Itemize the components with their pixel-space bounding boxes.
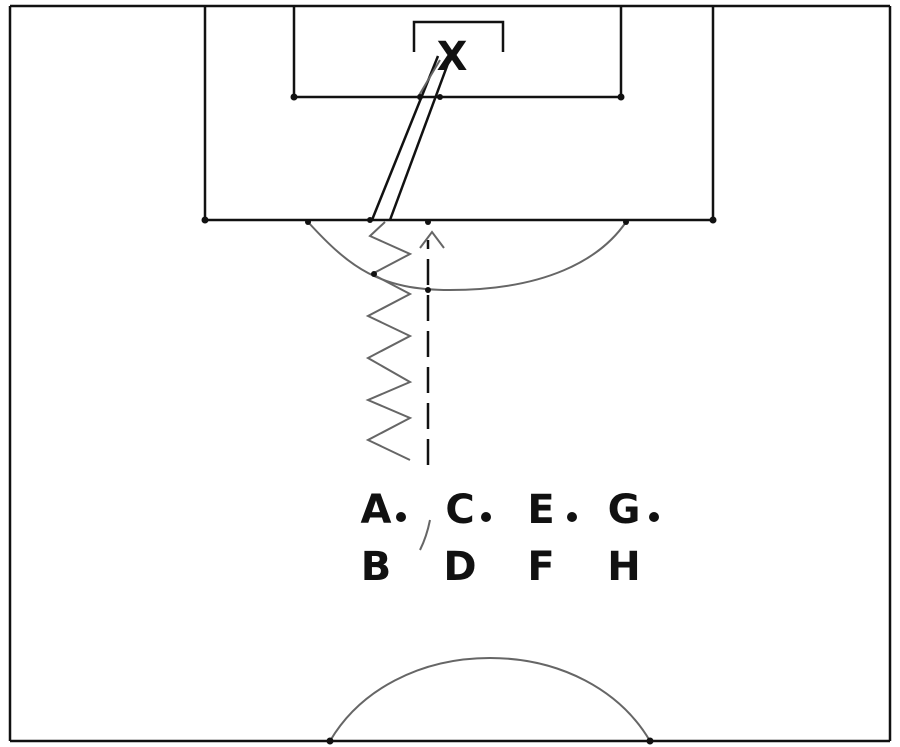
reference-dots (305, 94, 629, 293)
player-marker-c (481, 512, 491, 522)
goal-frame (412, 20, 505, 52)
player-label-f: F (527, 544, 554, 590)
goal-area (290, 6, 625, 101)
player-label-a: A (361, 487, 392, 533)
player-label-b: B (361, 544, 392, 590)
goal-target-marker: X (437, 34, 468, 80)
player-label-h: H (607, 544, 640, 590)
dribble-path (365, 221, 413, 461)
run-path (419, 230, 445, 551)
player-label-g: G (608, 487, 641, 533)
player-labels: A C E G B D F H (361, 487, 659, 590)
penalty-area (201, 6, 717, 224)
center-circle-arc (329, 656, 651, 742)
player-label-e: E (527, 487, 554, 533)
pitch-outline (8, 4, 892, 743)
player-marker-g (649, 512, 659, 522)
player-marker-e (567, 512, 577, 522)
player-marker-a (396, 512, 406, 522)
shot-path (370, 55, 452, 221)
player-label-d: D (443, 544, 476, 590)
player-label-c: C (445, 487, 474, 533)
penalty-arc (307, 221, 627, 292)
